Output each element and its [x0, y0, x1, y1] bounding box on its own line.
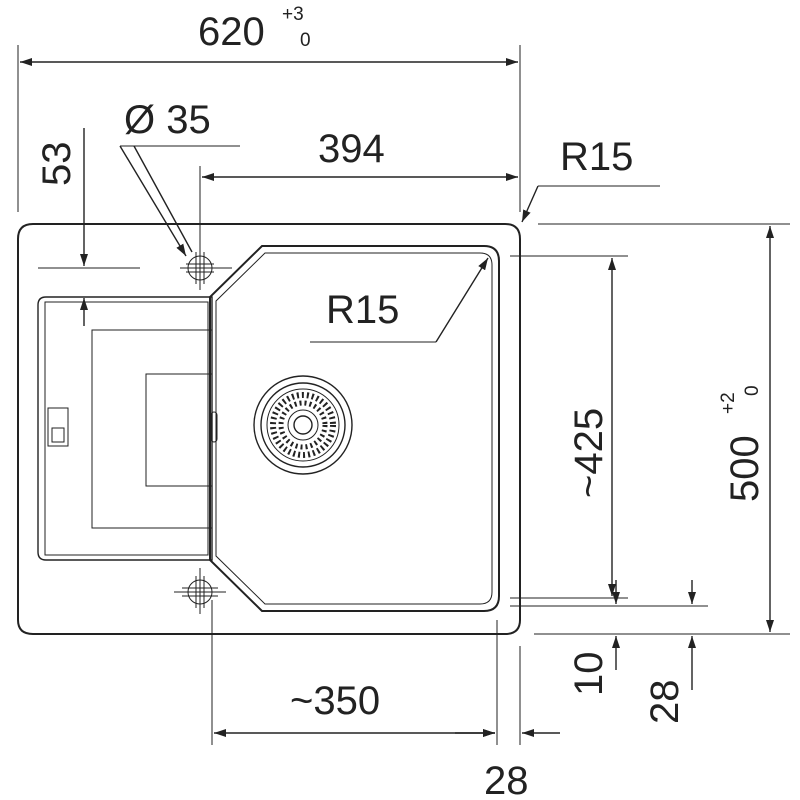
drainer-outline — [37, 296, 213, 561]
leader-r15-bowl — [435, 257, 489, 343]
leader-r15-outer — [521, 185, 539, 223]
dim-53-text: 53 — [35, 142, 79, 187]
tap-hole-top-icon — [180, 244, 232, 290]
drainer-inner-outline — [44, 301, 209, 556]
bowl-outline — [209, 245, 500, 612]
dim-500-tol-upper: +2 — [718, 392, 739, 414]
dim-r15-bowl-text: R15 — [326, 288, 399, 332]
dim-hole-diameter-text: Ø 35 — [124, 98, 211, 142]
drainer-groove-inner — [145, 373, 213, 487]
overflow-slot-inner — [51, 427, 65, 443]
dim-500-text: 500 — [723, 435, 767, 502]
dim-620-tol-upper: +3 — [282, 4, 304, 25]
dim-28-right-text: 28 — [643, 680, 687, 725]
leader-hole-a — [119, 145, 187, 257]
dim-425-text: ~425 — [567, 408, 611, 498]
dim-620-tol-lower: 0 — [300, 30, 311, 51]
dim-10-text: 10 — [567, 652, 611, 697]
bowl-divider-knob — [210, 411, 218, 443]
dim-500-tol-lower: 0 — [742, 385, 763, 396]
drainer-groove-outer — [91, 329, 213, 529]
dim-394-text: 394 — [318, 127, 385, 171]
dim-r15-outer-text: R15 — [560, 135, 633, 179]
bowl-inner-outline — [215, 252, 493, 605]
drain-strainer-icon — [253, 375, 353, 475]
tap-hole-bottom-icon — [174, 568, 226, 614]
dim-350-text: ~350 — [290, 679, 380, 723]
leader-hole-b — [133, 145, 193, 253]
dim-620-text: 620 — [198, 10, 265, 54]
overflow-slot — [47, 407, 69, 447]
sink-outer-outline — [17, 223, 521, 635]
dim-28-bottom-text: 28 — [484, 759, 529, 800]
